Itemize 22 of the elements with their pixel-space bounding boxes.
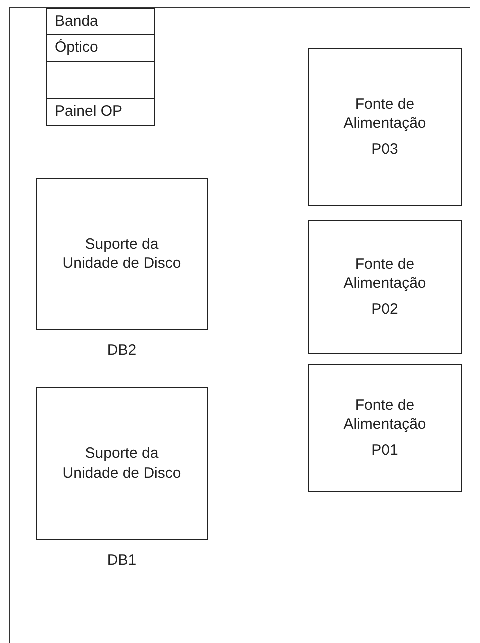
label-row [46,98,155,126]
component-box [308,364,462,492]
component-label: Óptico [55,38,98,58]
empty-slot-box [46,61,155,99]
component-box [308,48,462,206]
unit-id: DB1 [106,552,138,569]
component-label: Fonte de Alimentação [343,396,427,435]
component-label: Suporte da Unidade de Disco [62,234,182,274]
unit-id: P03 [372,140,398,160]
unit-id: DB2 [106,342,138,359]
unit-id: P02 [372,300,398,320]
label-row [46,8,155,35]
component-label: Painel OP [55,102,123,122]
component-box [36,387,208,540]
unit-id: P01 [372,440,398,460]
component-label: Fonte de Alimentação [343,254,427,294]
component-label: Banda [55,12,98,32]
component-label: Suporte da Unidade de Disco [62,444,182,483]
label-row [46,34,155,62]
component-box [36,178,208,330]
component-label: Fonte de Alimentação [343,94,427,134]
component-box [308,220,462,354]
